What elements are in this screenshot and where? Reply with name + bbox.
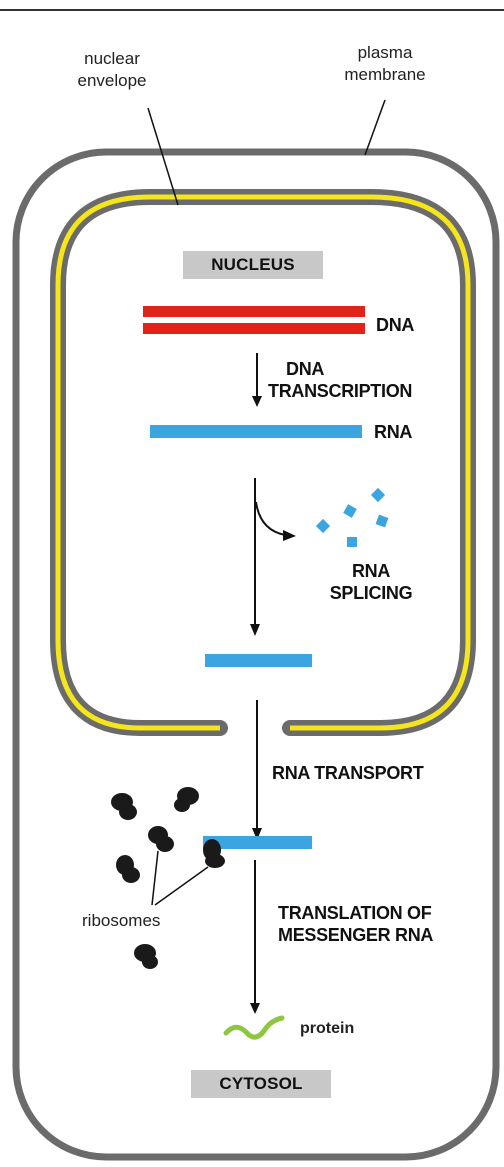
protein-chain — [226, 1018, 282, 1037]
intron-fragment — [316, 519, 330, 533]
nuclear-envelope-label: nuclear envelope — [62, 48, 162, 92]
ribosome — [111, 793, 137, 820]
intron-fragment — [371, 488, 385, 502]
intron-fragment — [347, 537, 357, 547]
rna-transport-label: RNA TRANSPORT — [272, 762, 423, 784]
transcription-arrowhead — [252, 396, 262, 407]
translation-label: TRANSLATION OF MESSENGER RNA — [278, 902, 433, 946]
nucleus-label: NUCLEUS — [183, 251, 323, 279]
ribosome — [148, 826, 174, 852]
rna-label: RNA — [374, 421, 412, 443]
protein-label: protein — [300, 1018, 354, 1040]
dna-label: DNA — [376, 314, 414, 336]
intron-fragment — [343, 504, 357, 518]
intron-fragment — [376, 515, 389, 528]
rna-splicing-label: RNA SPLICING — [316, 560, 426, 604]
dna-strand-top — [143, 306, 365, 317]
ribosomes-label: ribosomes — [82, 910, 160, 932]
plasma-membrane-label: plasma membrane — [330, 42, 440, 86]
dna-strand-bottom — [143, 323, 365, 334]
rna-transcript — [150, 425, 362, 438]
ribosome — [134, 944, 158, 969]
ribosomes — [111, 787, 225, 969]
excised-introns — [316, 488, 388, 547]
ribosome — [174, 787, 199, 812]
cytosol-label: CYTOSOL — [191, 1070, 331, 1098]
ribosome-leader-1 — [152, 851, 158, 905]
dna-transcription-label: DNA TRANSCRIPTION — [268, 358, 412, 402]
ribosome-leader-2 — [155, 867, 208, 905]
splicing-arrowhead — [250, 624, 260, 636]
spliced-mrna — [205, 654, 312, 667]
plasma-membrane-leader — [365, 100, 385, 155]
translation-arrowhead — [250, 1003, 260, 1014]
intron-branch-curve — [256, 502, 285, 535]
ribosome — [116, 855, 140, 883]
intron-branch-arrowhead — [283, 530, 296, 541]
